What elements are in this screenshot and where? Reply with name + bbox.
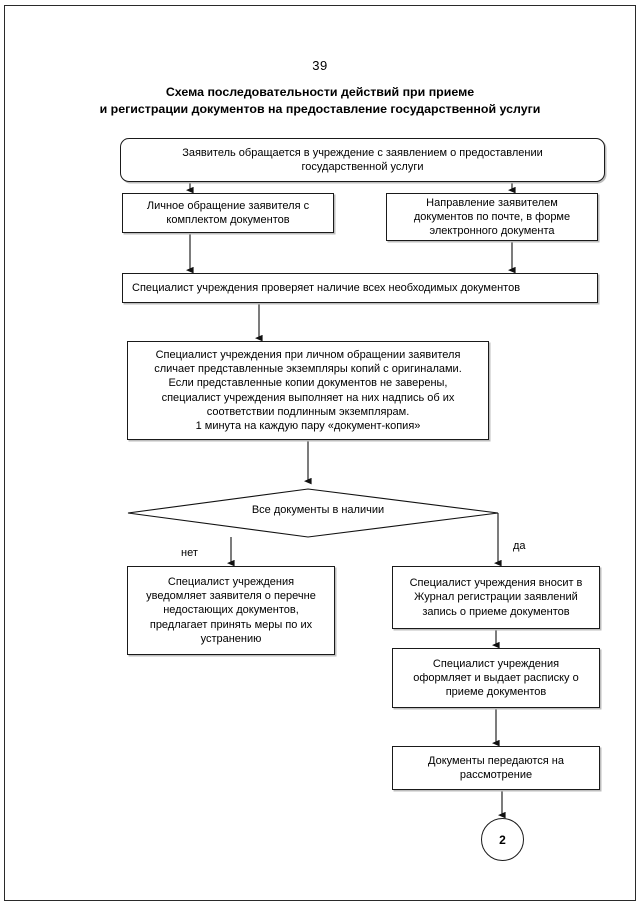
node-specialist-checks-documents: Специалист учреждения проверяет наличие … <box>122 273 598 303</box>
node-issue-receipt: Специалист учреждения оформляет и выдает… <box>392 648 600 708</box>
page-number: 39 <box>312 58 328 73</box>
decision-diamond <box>127 488 499 538</box>
page-title: Схема последовательности действий при пр… <box>0 84 640 118</box>
node-personal-submission: Личное обращение заявителя с комплектом … <box>122 193 334 233</box>
node-register-in-journal: Специалист учреждения вносит в Журнал ре… <box>392 566 600 629</box>
page-title-line-2: и регистрации документов на предоставлен… <box>99 102 541 116</box>
decision-label: Все документы в наличии <box>251 504 385 516</box>
node-applicant-applies: Заявитель обращается в учреждение с заяв… <box>120 138 605 182</box>
node-notify-missing-documents: Специалист учреждения уведомляет заявите… <box>127 566 335 655</box>
branch-label-yes: да <box>513 540 526 552</box>
node-specialist-compares-copies: Специалист учреждения при личном обращен… <box>127 341 489 440</box>
node-mail-or-electronic-submission: Направление заявителем документов по поч… <box>386 193 598 241</box>
node-documents-transferred: Документы передаются на рассмотрение <box>392 746 600 790</box>
off-page-connector: 2 <box>481 818 524 861</box>
branch-label-no: нет <box>181 547 198 559</box>
page-title-line-1: Схема последовательности действий при пр… <box>165 85 475 99</box>
